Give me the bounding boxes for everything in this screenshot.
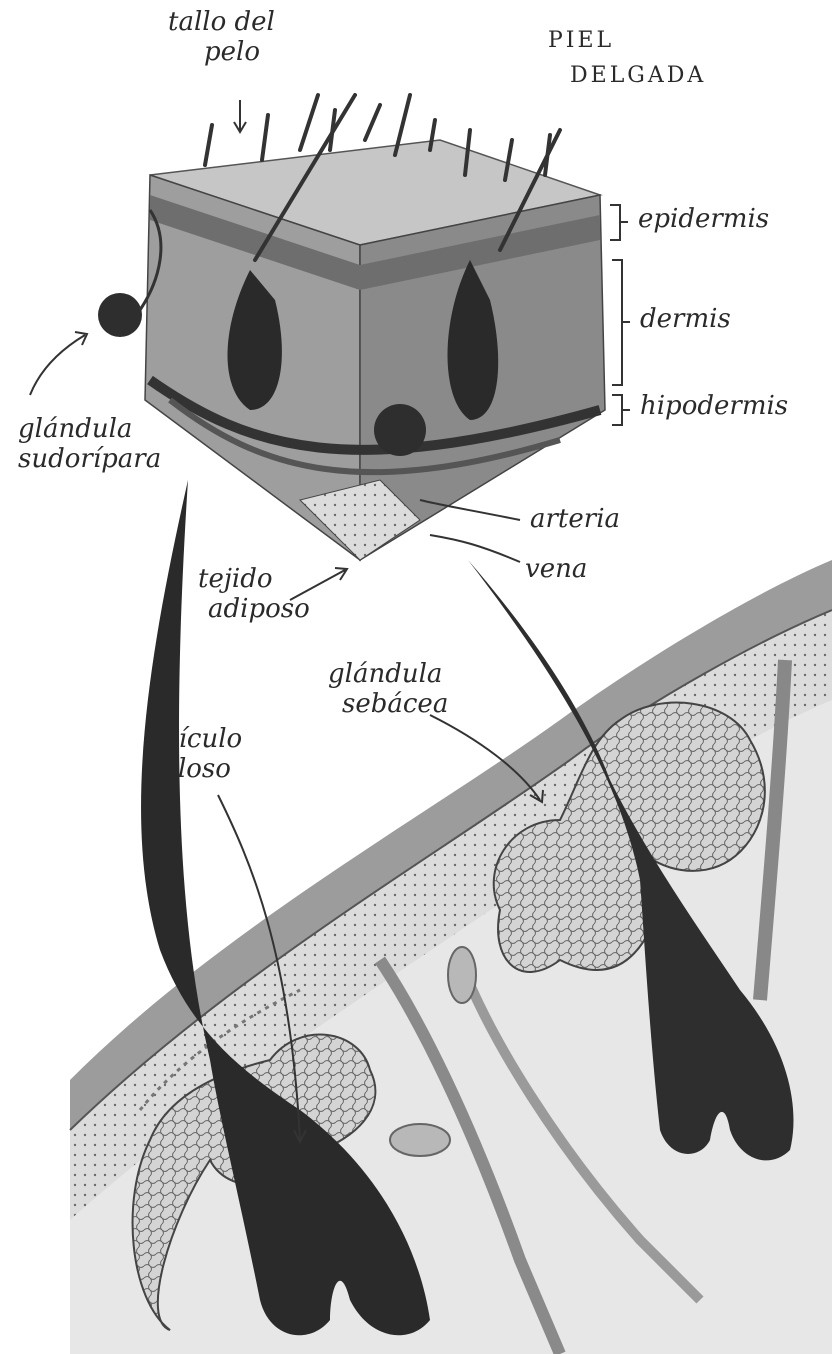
sebaceous-gland-label-line1: glándula	[328, 660, 448, 690]
sebaceous-gland-label: glándula sebácea	[328, 660, 448, 720]
dermis-label: dermis	[640, 305, 731, 335]
adipose-label-line2: adiposo	[208, 595, 310, 625]
diagram-title: PIEL DELGADA	[548, 28, 706, 89]
adipose-label-line1: tejido	[198, 565, 310, 595]
magnified-tissue	[70, 480, 832, 1354]
skin-block	[98, 95, 605, 560]
adipose-label: tejido adiposo	[198, 565, 310, 625]
sweat-gland-label: glándula sudorípara	[18, 415, 161, 475]
vein-label: vena	[525, 555, 587, 585]
hair-shaft-label-line1: tallo del	[168, 8, 275, 38]
title-line2: DELGADA	[570, 63, 706, 88]
hair-shaft-label-line2: pelo	[204, 38, 275, 68]
hair-follicle-label-line2: piloso	[153, 755, 242, 785]
hair-shaft-label: tallo del pelo	[168, 8, 275, 68]
epidermis-label: epidermis	[638, 205, 769, 235]
sweat-gland-label-line1: glándula	[18, 415, 161, 445]
hypodermis-label: hipodermis	[640, 392, 788, 422]
sebaceous-gland-label-line2: sebácea	[342, 690, 448, 720]
title-line1: PIEL	[548, 28, 706, 53]
hair-follicle-label: folículo piloso	[145, 725, 242, 785]
artery-label: arteria	[530, 505, 620, 535]
sweat-gland-label-line2: sudorípara	[18, 445, 161, 475]
hair-follicle-label-line1: folículo	[145, 725, 242, 755]
